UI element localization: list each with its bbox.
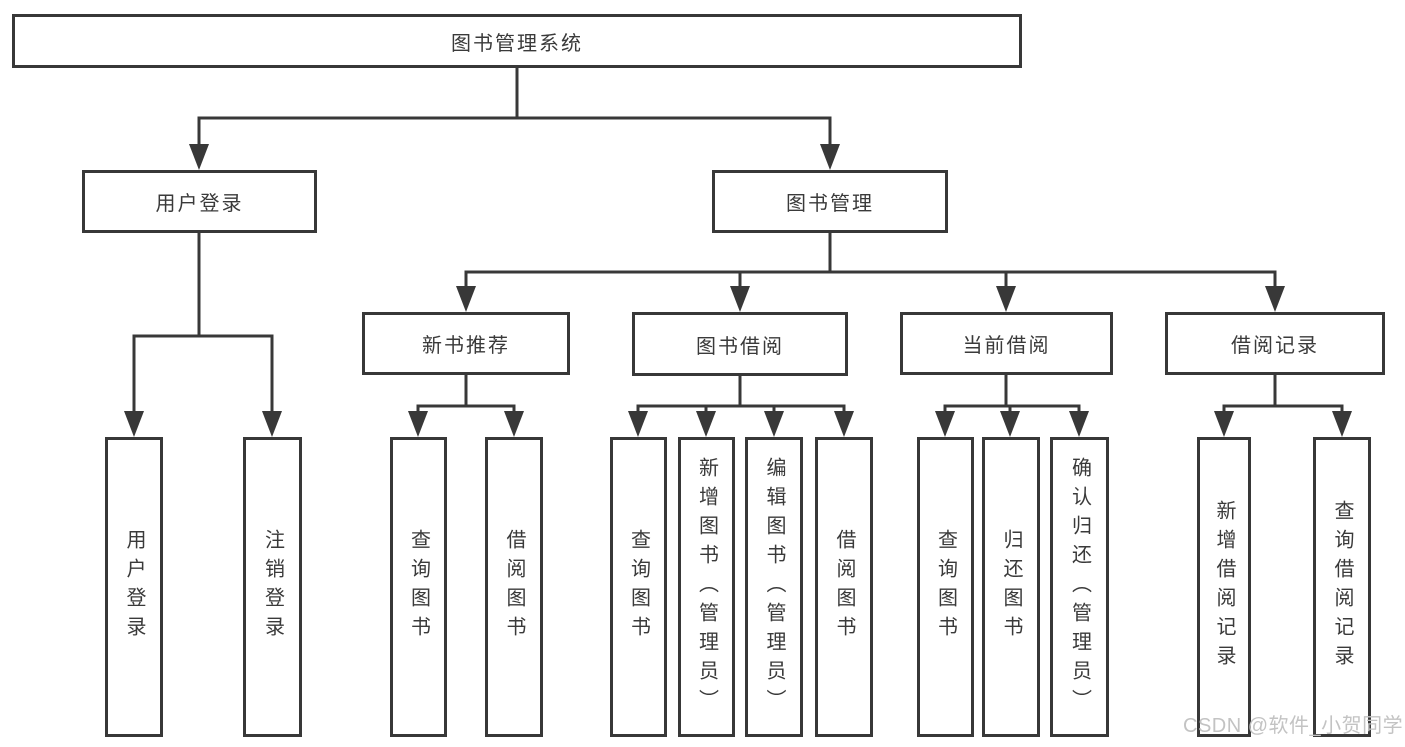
leaf-user-login: 用户登录 xyxy=(105,437,163,737)
leaf-add-borrow-record: 新增借阅记录 xyxy=(1197,437,1251,737)
leaf-edit-book-admin: 编辑图书（管理员） xyxy=(745,437,803,737)
leaf-query-borrow-record: 查询借阅记录 xyxy=(1313,437,1371,737)
leaf-add-book-admin: 新增图书（管理员） xyxy=(678,437,735,737)
node-current-borrowing: 当前借阅 xyxy=(900,312,1113,375)
leaf-borrow-books-recommend: 借阅图书 xyxy=(485,437,543,737)
leaf-query-books-current: 查询图书 xyxy=(917,437,974,737)
leaf-borrow-books-borrowing: 借阅图书 xyxy=(815,437,873,737)
node-borrow-records: 借阅记录 xyxy=(1165,312,1385,375)
csdn-watermark: CSDN @软件_小贺同学 xyxy=(1183,715,1404,737)
node-user-login: 用户登录 xyxy=(82,170,317,233)
node-new-book-recommend: 新书推荐 xyxy=(362,312,570,375)
leaf-logout: 注销登录 xyxy=(243,437,302,737)
node-book-management: 图书管理 xyxy=(712,170,948,233)
leaf-confirm-return-admin: 确认归还（管理员） xyxy=(1050,437,1109,737)
leaf-return-book: 归还图书 xyxy=(982,437,1040,737)
leaf-query-books-borrowing: 查询图书 xyxy=(610,437,667,737)
node-book-borrowing: 图书借阅 xyxy=(632,312,848,376)
leaf-query-books-recommend: 查询图书 xyxy=(390,437,447,737)
node-library-system: 图书管理系统 xyxy=(12,14,1022,68)
arrowhead-icons xyxy=(124,144,1352,437)
